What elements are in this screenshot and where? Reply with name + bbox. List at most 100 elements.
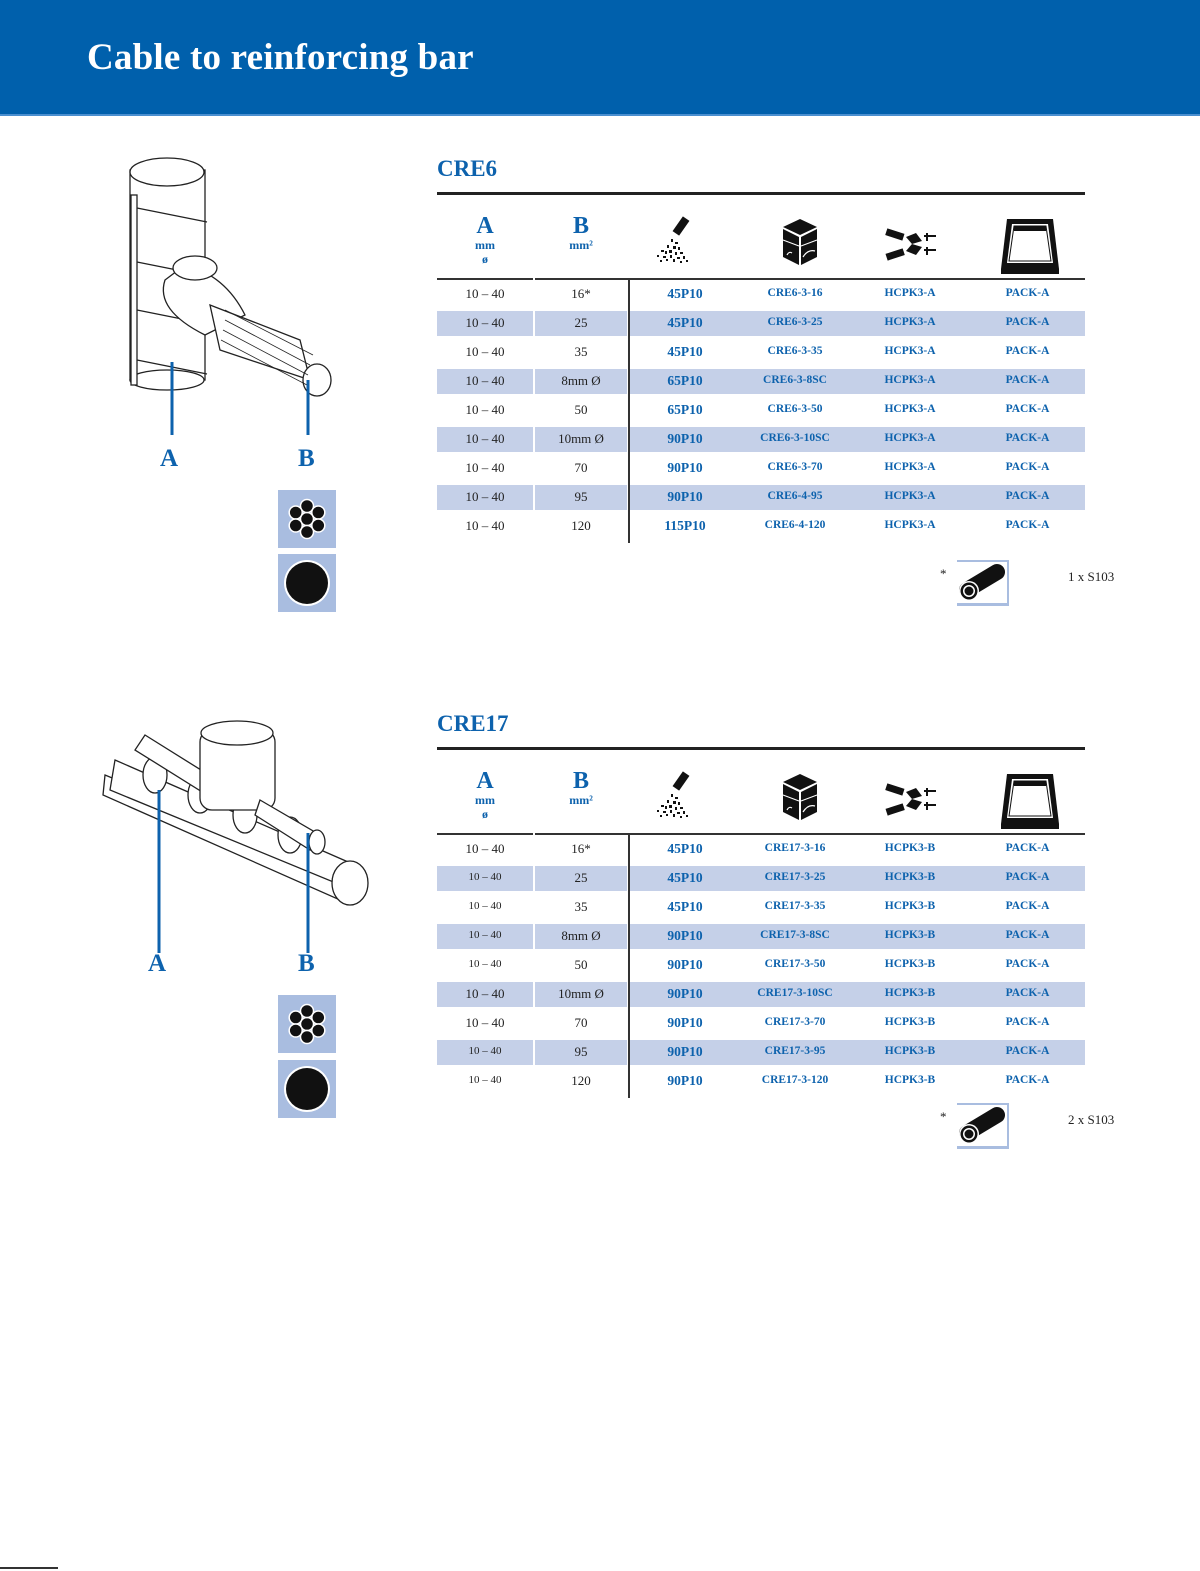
sleeve-tube-icon: [957, 560, 1009, 606]
cell-range-a: 10 – 40: [468, 1045, 502, 1057]
footnote: * 1 x S103: [940, 560, 1140, 610]
label-a: A: [148, 950, 167, 977]
cell-cartridge: 90P10: [667, 1073, 703, 1088]
cell-cartridge: 90P10: [667, 489, 703, 504]
cell-range-a: 10 – 40: [468, 871, 502, 883]
cell-cartridge: 90P10: [667, 986, 703, 1001]
cell-size-b: 35: [574, 899, 588, 914]
cell-clamp: HCPK3-A: [884, 432, 936, 444]
cell-range-a: 10 – 40: [465, 286, 505, 301]
header-a-unit: mm: [475, 238, 495, 252]
connection-illustration: [95, 150, 395, 490]
cell-pack: PACK-A: [1005, 987, 1050, 999]
page-title: Cable to reinforcing bar: [87, 37, 474, 78]
footnote-marker: *: [940, 1109, 947, 1124]
cell-cartridge: 90P10: [667, 928, 703, 943]
cell-mould: CRE6-3-16: [767, 287, 823, 299]
weld-metal-cartridge-icon: [647, 770, 697, 831]
header-b-letter: B: [572, 768, 589, 794]
product-table: A mm ø B mm²: [437, 205, 1085, 543]
stranded-conductor-icon: [278, 995, 336, 1053]
header-col-a: A mm ø: [437, 205, 533, 280]
table-column-divider: [628, 280, 630, 543]
cell-pack: PACK-A: [1005, 461, 1050, 473]
header-a-letter: A: [476, 768, 494, 794]
cell-range-a: 10 – 40: [468, 929, 502, 941]
header-a-unit: mm: [475, 793, 495, 807]
header-b-unit: mm²: [569, 793, 593, 807]
header-col-a: A mm ø: [437, 760, 533, 835]
cell-mould: CRE6-3-10SC: [760, 432, 830, 444]
cell-pack: PACK-A: [1005, 929, 1050, 941]
cell-pack: PACK-A: [1005, 374, 1050, 386]
cell-mould: CRE6-3-70: [767, 461, 823, 473]
row-shading: [437, 866, 1085, 891]
table-column-divider: [628, 835, 630, 1098]
cell-mould: CRE17-3-8SC: [760, 929, 830, 941]
cell-range-a: 10 – 40: [465, 344, 505, 359]
graphite-mould-icon: [780, 215, 820, 276]
header-bottom-rule: [437, 833, 1085, 835]
cell-size-b: 50: [574, 957, 588, 972]
header-bottom-rule: [437, 278, 1085, 280]
cell-mould: CRE17-3-35: [764, 900, 826, 912]
header-a-symbol: ø: [482, 807, 488, 821]
pack-tray-icon: [999, 770, 1061, 835]
cell-size-b: 35: [574, 344, 588, 359]
header-a-symbol: ø: [482, 252, 488, 266]
handle-clamp-icon: [884, 215, 944, 276]
cell-mould: CRE17-3-16: [764, 842, 826, 854]
cell-range-a: 10 – 40: [468, 958, 502, 970]
cell-cartridge: 115P10: [664, 518, 706, 533]
cell-clamp: HCPK3-A: [884, 490, 936, 502]
footnote-quantity: 2 x S103: [1068, 1112, 1115, 1127]
sleeve-tube-icon: [957, 1103, 1009, 1149]
cell-mould: CRE17-3-10SC: [757, 987, 833, 999]
header-a-letter: A: [476, 213, 494, 239]
cell-mould: CRE6-3-25: [767, 316, 823, 328]
table-top-rule: [437, 747, 1085, 750]
cell-clamp: HCPK3-A: [884, 374, 936, 386]
cell-clamp: HCPK3-B: [884, 900, 936, 912]
cell-size-b: 16*: [571, 286, 591, 301]
cell-pack: PACK-A: [1005, 287, 1050, 299]
cell-mould: CRE17-3-50: [764, 958, 826, 970]
cell-pack: PACK-A: [1005, 432, 1050, 444]
row-shading: [437, 1040, 1085, 1065]
cell-pack: PACK-A: [1005, 1074, 1050, 1086]
cell-cartridge: 65P10: [667, 402, 703, 417]
cell-clamp: HCPK3-B: [884, 871, 936, 883]
cell-cartridge: 65P10: [667, 373, 703, 388]
cell-range-a: 10 – 40: [465, 460, 505, 475]
cell-clamp: HCPK3-B: [884, 1045, 936, 1057]
product-table: A mm ø B mm²: [437, 760, 1085, 1098]
cell-range-a: 10 – 40: [465, 841, 505, 856]
table-top-rule: [437, 192, 1085, 195]
cell-clamp: HCPK3-B: [884, 987, 936, 999]
cell-cartridge: 45P10: [667, 286, 703, 301]
cell-size-b: 120: [571, 1073, 591, 1088]
label-b: B: [298, 950, 315, 977]
cell-mould: CRE6-4-95: [767, 490, 823, 502]
cell-size-b: 120: [571, 518, 591, 533]
pack-tray-icon: [999, 215, 1061, 280]
h-connection-drawing: [102, 720, 369, 953]
cell-pack: PACK-A: [1005, 345, 1050, 357]
cell-mould: CRE6-4-120: [764, 519, 826, 531]
cell-size-b: 70: [574, 1015, 588, 1030]
cell-size-b: 8mm Ø: [561, 928, 601, 943]
cell-pack: PACK-A: [1005, 1016, 1050, 1028]
cell-size-b: 25: [574, 870, 588, 885]
cell-clamp: HCPK3-B: [884, 1074, 936, 1086]
product-title: CRE6: [437, 156, 498, 181]
